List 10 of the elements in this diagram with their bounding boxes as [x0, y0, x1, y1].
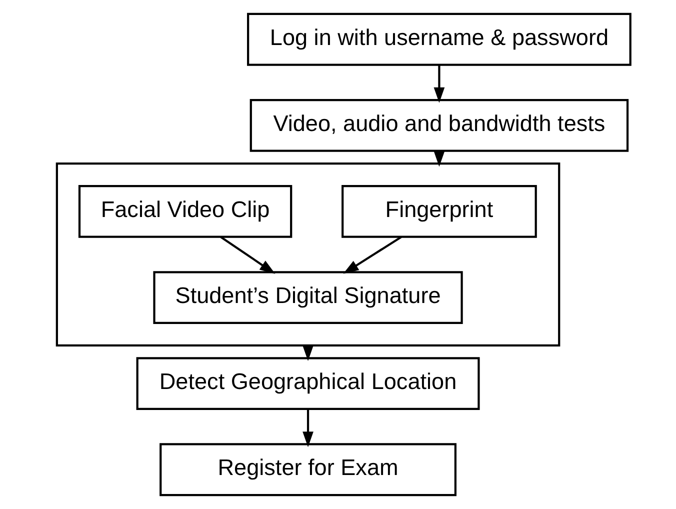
node-box: Log in with username & password: [247, 12, 632, 66]
node-box: Fingerprint: [342, 185, 537, 238]
arrow: [220, 236, 276, 274]
arrow: [343, 236, 402, 274]
node-box: Register for Exam: [160, 443, 456, 496]
arrow: [302, 409, 314, 448]
arrow: [434, 64, 445, 103]
node-box: Student’s Digital Signature: [153, 271, 463, 324]
node-box: Facial Video Clip: [78, 185, 292, 238]
node-box: Detect Geographical Location: [136, 357, 480, 410]
